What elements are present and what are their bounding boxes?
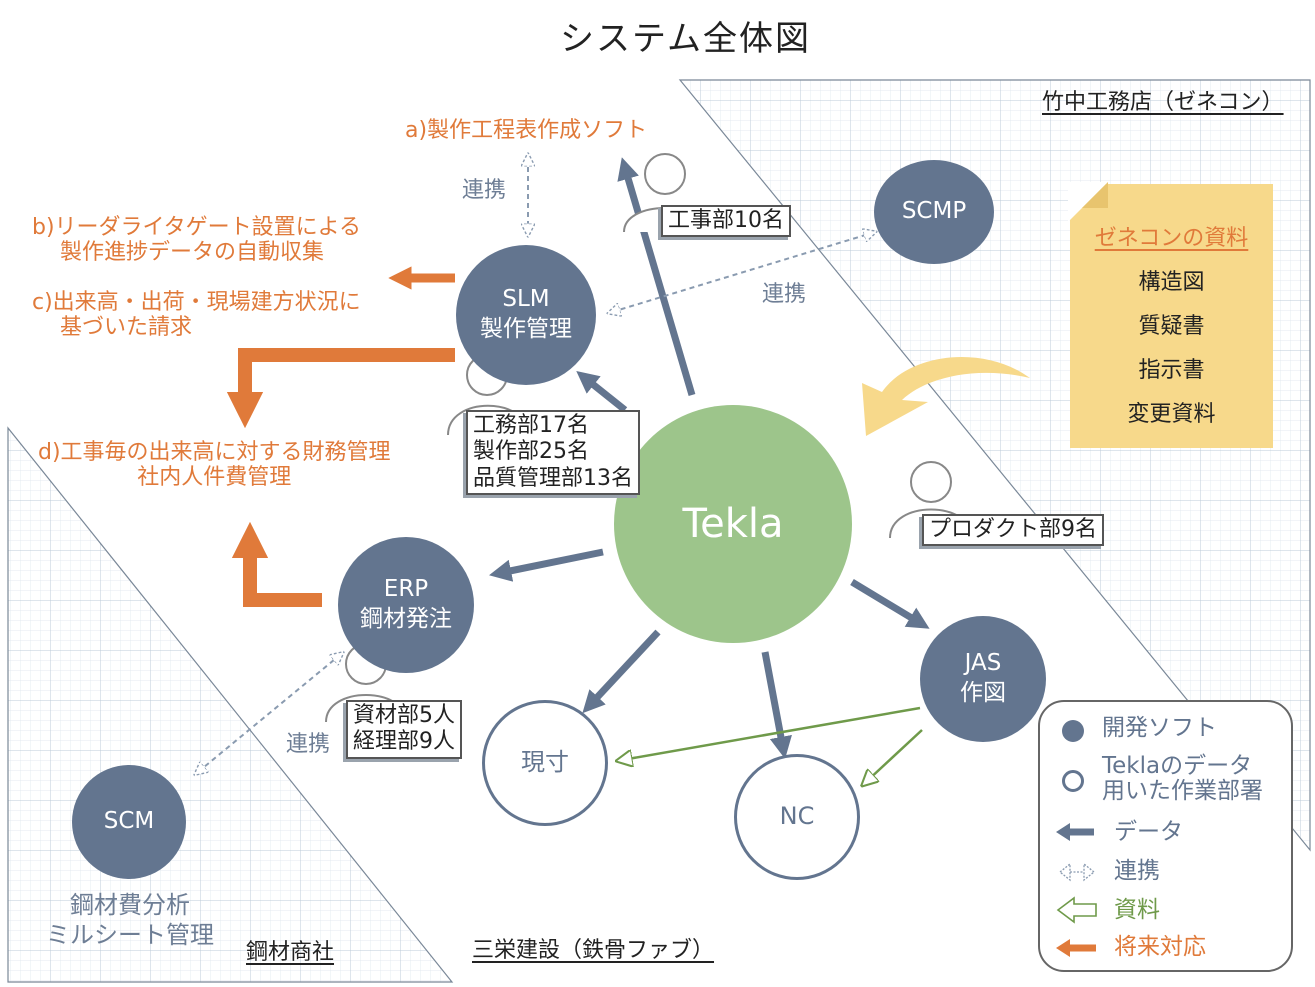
- future-item-b-line2: 製作進捗データの自動収集: [60, 240, 325, 266]
- legend-future-arrow-icon: [1056, 939, 1096, 957]
- future-item-d: d)工事毎の出来高に対する財務管理 社内人件費管理: [38, 440, 391, 491]
- data-arrow-tekla-to-a: [617, 157, 696, 396]
- legend-dept-line1: Teklaのデータ: [1102, 753, 1253, 779]
- legend-data-label: データ: [1114, 819, 1183, 845]
- dept-slm-staff-3: 品質管理部13名: [473, 465, 633, 491]
- future-item-b-line1: b)リーダライタゲート設置による: [32, 215, 362, 240]
- dept-erp-staff-2: 経理部9人: [353, 729, 455, 755]
- dept-slm-staff-1: 工務部17名: [473, 413, 589, 438]
- link-arrow-slm-scmp: [612, 233, 872, 312]
- dept-slm-staff-2: 製作部25名: [473, 439, 589, 465]
- node-slm: SLM 製作管理: [456, 245, 596, 385]
- link-label-slm-scmp: 連携: [762, 282, 807, 307]
- region-label-trader: 鋼材商社: [246, 940, 335, 965]
- legend-future-label: 将来対応: [1114, 934, 1206, 960]
- node-genzun: 現寸: [482, 700, 608, 826]
- link-label-erp-scm: 連携: [286, 732, 331, 757]
- legend-icons: [1056, 823, 1097, 957]
- region-label-fab: 三栄建設（鉄骨ファブ）: [472, 938, 715, 963]
- legend-dept-line2: 用いた作業部署: [1102, 778, 1263, 805]
- data-arrow-tekla-to-genzun: [582, 629, 661, 714]
- link-label-slm-a: 連携: [462, 178, 507, 203]
- node-tekla-label: Tekla: [682, 501, 784, 547]
- legend-link-arrow-icon: [1058, 862, 1096, 882]
- note-folded-corner: [1068, 182, 1108, 222]
- dept-box-erp-staff: 資材部5人 経理部9人: [346, 700, 462, 759]
- doc-arrow-jas-to-genzun: [622, 706, 921, 760]
- node-genzun-label: 現寸: [521, 748, 569, 777]
- node-erp: ERP 鋼材発注: [338, 537, 474, 673]
- legend-doc-arrow-icon: [1056, 896, 1097, 924]
- node-scmp-label: SCMP: [901, 198, 967, 225]
- legend-dev-label: 開発ソフト: [1102, 715, 1217, 741]
- node-nc-label: NC: [779, 802, 815, 831]
- node-slm-line1: SLM: [502, 286, 550, 313]
- node-jas: JAS 作図: [920, 616, 1046, 742]
- future-item-c-line1: c)出来高・出荷・現場建方状況に: [32, 290, 361, 315]
- node-erp-line2: 鋼材発注: [360, 606, 452, 632]
- future-item-d-line1: d)工事毎の出来高に対する財務管理: [38, 440, 391, 465]
- note-item-4: 変更資料: [1127, 402, 1216, 427]
- legend-dev-dot-icon: [1062, 720, 1084, 742]
- node-scm-label: SCM: [103, 808, 155, 835]
- future-item-b: b)リーダライタゲート設置による 製作進捗データの自動収集: [32, 215, 361, 266]
- page-title: システム全体図: [560, 19, 811, 59]
- note-heading: ゼネコンの資料: [1094, 226, 1249, 251]
- doc-arrow-jas-to-nc: [866, 729, 923, 782]
- region-label-genecon: 竹中工務店（ゼネコン）: [1042, 90, 1284, 115]
- legend: 開発ソフト Teklaのデータ 用いた作業部署 データ: [1038, 700, 1293, 972]
- legend-dept-circle-icon: [1062, 770, 1084, 792]
- future-arrow-d-from-erp: [231, 521, 322, 607]
- link-arrow-erp-scm: [198, 655, 340, 772]
- dept-box-slm-staff: 工務部17名 製作部25名 品質管理部13名: [466, 410, 640, 496]
- node-nc: NC: [734, 754, 860, 880]
- note-item-2: 質疑書: [1138, 314, 1205, 339]
- future-item-d-line2: 社内人件費管理: [137, 465, 292, 491]
- scm-description-line2: ミルシート管理: [46, 921, 214, 949]
- scm-description: 鋼材費分析 ミルシート管理: [46, 890, 214, 950]
- node-scm: SCM: [72, 765, 186, 879]
- node-tekla: Tekla: [614, 405, 852, 643]
- future-arrow-d-from-slm: [226, 348, 455, 429]
- node-erp-line1: ERP: [383, 576, 429, 603]
- future-item-c-line2: 基づいた請求: [60, 315, 193, 341]
- genecon-documents-note: ゼネコンの資料 構造図 質疑書 指示書 変更資料: [1068, 182, 1273, 448]
- legend-data-arrow-icon: [1056, 823, 1094, 841]
- node-scmp: SCMP: [874, 160, 994, 264]
- legend-dept-label: Teklaのデータ 用いた作業部署: [1102, 753, 1263, 805]
- dept-box-product: プロダクト部9名: [922, 514, 1104, 547]
- legend-link-label: 連携: [1114, 858, 1160, 884]
- data-arrow-tekla-to-slm: [576, 371, 628, 413]
- node-jas-line1: JAS: [964, 650, 1002, 677]
- data-arrow-tekla-to-erp: [489, 548, 604, 582]
- legend-doc-label: 資料: [1114, 897, 1160, 923]
- node-jas-line2: 作図: [960, 680, 1006, 706]
- future-item-c: c)出来高・出荷・現場建方状況に 基づいた請求: [32, 290, 361, 341]
- scm-description-line1: 鋼材費分析: [70, 891, 190, 919]
- note-item-1: 構造図: [1138, 270, 1205, 295]
- node-slm-line2: 製作管理: [480, 316, 572, 342]
- dept-box-construction: 工事部10名: [661, 205, 791, 238]
- dept-erp-staff-1: 資材部5人: [353, 703, 455, 728]
- document-input-arrow: [862, 357, 1030, 436]
- future-item-a: a)製作工程表作成ソフト: [405, 118, 648, 143]
- data-arrow-tekla-to-jas: [850, 579, 930, 629]
- note-item-3: 指示書: [1138, 358, 1205, 383]
